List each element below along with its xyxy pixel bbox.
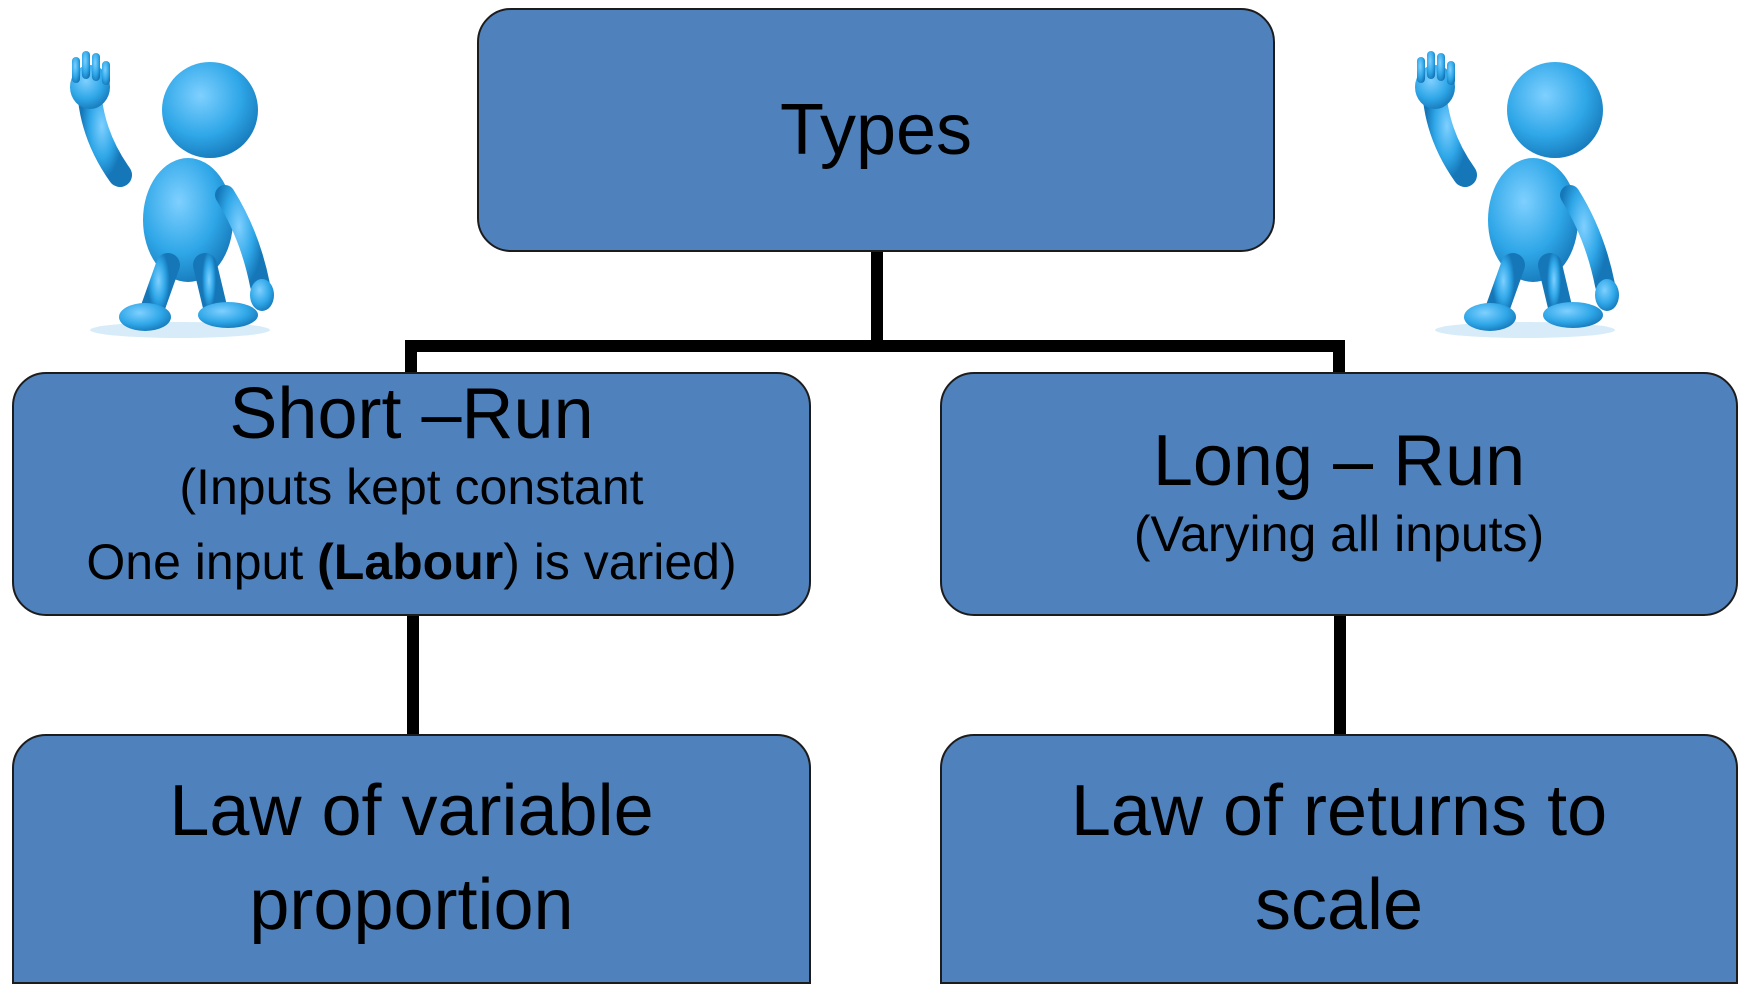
short-run-inputs-constant: (Inputs kept constant [179,458,644,515]
connector-long-to-law [1334,612,1346,736]
long-run-box: Long – Run (Varying all inputs) [940,372,1738,616]
connector-horizontal-bar [405,340,1345,352]
long-run-title: Long – Run [1152,421,1526,502]
law-returns-line2: scale [1254,865,1424,945]
law-variable-line2: proportion [249,865,574,945]
short-run-labour-bold: (Labour [317,533,504,590]
short-run-title: Short –Run [229,374,594,454]
waving-person-left-icon [70,51,274,338]
short-run-line2-post: ) is varied) [503,533,737,590]
law-variable-line1: Law of variable [169,771,654,852]
connector-root-stem [871,250,883,346]
root-box-types: Types [477,8,1275,252]
connector-right-drop [1333,340,1345,374]
law-variable-proportion-box: Law of variable proportion [12,734,811,984]
short-run-line2-pre: One input [86,533,318,590]
connector-left-drop [405,340,417,374]
law-returns-line1: Law of returns to [1070,771,1608,852]
long-run-subtitle: (Varying all inputs) [1133,505,1545,562]
root-label: Types [779,89,973,170]
short-run-labour-varied: One input (Labour) is varied) [86,530,736,595]
connector-short-to-law [407,612,419,736]
law-returns-to-scale-box: Law of returns to scale [940,734,1738,984]
waving-person-right-icon [1415,51,1619,338]
short-run-box: Short –Run (Inputs kept constant One inp… [12,372,811,616]
